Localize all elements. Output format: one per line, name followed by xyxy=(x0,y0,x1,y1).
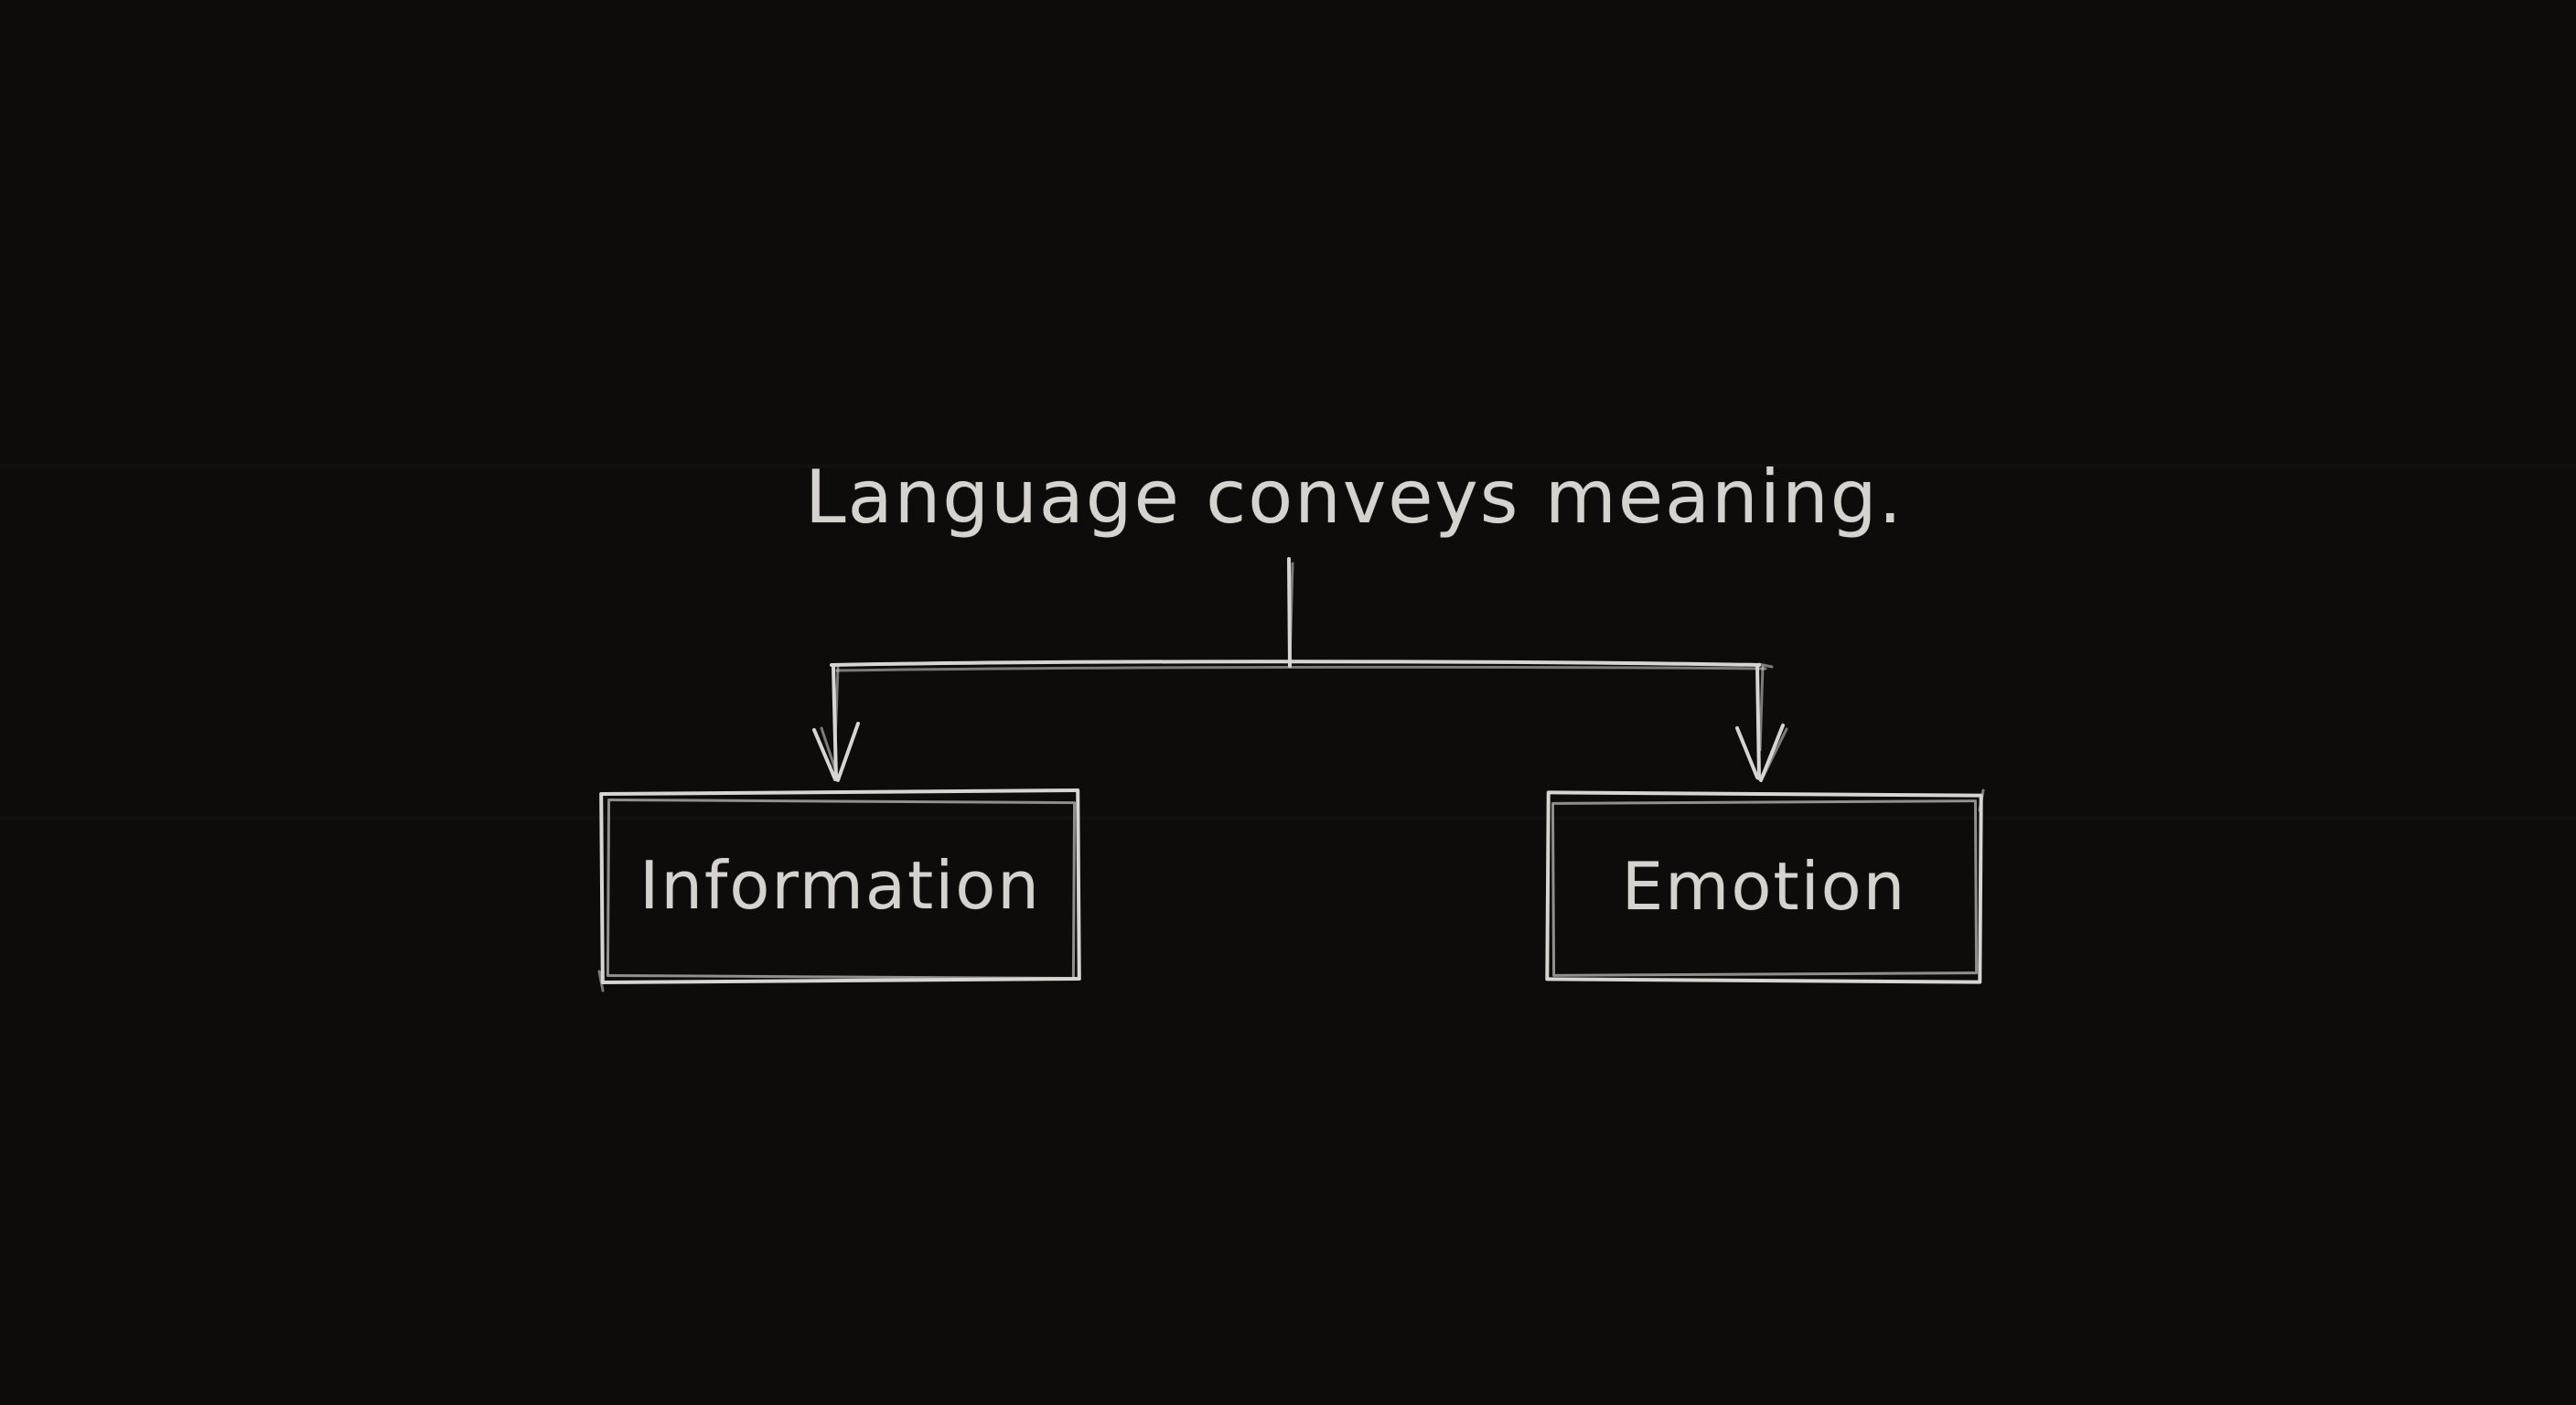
diagram-title: Language conveys meaning. xyxy=(805,455,1904,540)
left-branch-line xyxy=(832,664,840,780)
node-emotion: Emotion xyxy=(1545,790,1983,982)
root-stem-line xyxy=(1287,557,1294,668)
node-label: Emotion xyxy=(1621,848,1907,925)
left-arrow-down-icon xyxy=(812,722,860,782)
node-label: Information xyxy=(639,847,1041,924)
information-box-outline xyxy=(597,788,1081,992)
right-branch-line xyxy=(1755,663,1765,780)
right-arrow-down-icon xyxy=(1735,724,1788,782)
node-information: Information xyxy=(599,788,1081,982)
branch-horizontal-line xyxy=(830,660,1774,672)
emotion-box-outline xyxy=(1545,788,1985,984)
